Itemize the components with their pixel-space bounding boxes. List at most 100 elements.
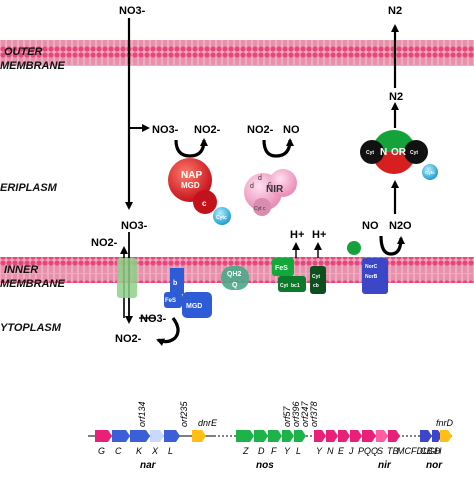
gene-label-K: K <box>136 446 143 456</box>
no-nir-label: NO <box>283 124 300 136</box>
gene-label-nirN: N <box>327 446 334 456</box>
nar-mgd-label: MGD <box>186 303 202 310</box>
gene-label-X: X <box>151 446 159 456</box>
gene-label-G: G <box>98 446 105 456</box>
nos-gene-Z <box>236 430 254 442</box>
gene-label-C: C <box>115 446 122 456</box>
nir-complex: NIR d c d Cyt c <box>244 169 297 216</box>
nir-label: NIR <box>266 184 284 195</box>
gene-label-norCB: CB <box>420 446 433 456</box>
nir-gene-N <box>326 430 338 442</box>
cytb1-label: Cyt <box>312 274 320 280</box>
nor-gene-D <box>432 430 442 442</box>
q-label: Q <box>232 282 238 289</box>
gene-label-nirS: S <box>377 446 383 456</box>
gene-label-L: L <box>168 446 173 456</box>
nar-gene-K <box>130 430 150 442</box>
nos-gene-F <box>268 430 282 442</box>
no3-cyto-label: NO3- <box>140 313 167 325</box>
nor-reaction-arrow <box>379 235 405 256</box>
cytc1-label: Cyt <box>280 283 288 289</box>
nap-c-label: c <box>202 199 207 208</box>
nos-gene-L <box>294 430 306 442</box>
gene-label-nirJ: J <box>348 446 354 456</box>
orf247-label: orf247 <box>300 400 310 427</box>
orf235-label: orf235 <box>179 400 189 427</box>
outer-membrane <box>0 40 474 66</box>
no3-nap-label: NO3- <box>152 124 179 136</box>
nor-n-label: N <box>380 147 387 158</box>
fes-label: FeS <box>275 265 288 272</box>
no3-top: NO3- <box>119 5 146 17</box>
nir-c-label: c <box>268 181 272 188</box>
gene-label-norD: D <box>434 446 441 456</box>
dnrE-label: dnrE <box>198 418 218 428</box>
bc1-complex: FeS Cyt bc1 Cyt cb <box>272 258 326 294</box>
gene-map <box>88 430 452 442</box>
nir-d-label: d <box>258 175 262 182</box>
orf396-label: orf396 <box>291 401 301 427</box>
no3-inner-label: NO3- <box>121 220 148 232</box>
h-plus-1: H+ <box>290 229 304 241</box>
no2-nap-label: NO2- <box>194 124 221 136</box>
nor-cytc-label: Cytc <box>425 170 435 175</box>
outer-membrane-label-1: OUTER <box>4 46 43 58</box>
nir-cluster-label: nir <box>378 460 392 471</box>
nir-reaction-arrow <box>262 138 294 158</box>
cytoplasm-label: YTOPLASM <box>0 322 61 334</box>
qh2-label: QH2 <box>227 271 242 278</box>
gene-label-nosY: Y <box>284 446 291 456</box>
nos-gene-D <box>254 430 268 442</box>
cytb2-label: cb <box>313 283 319 289</box>
outer-membrane-label-2: MEMBRANE <box>0 60 65 72</box>
nar-complex: b FeS MGD <box>164 268 212 318</box>
nor-cyt-right: Cyt <box>410 150 418 156</box>
nar-gene-C <box>112 430 130 442</box>
nap-label: NAP <box>181 170 202 181</box>
orf57-label: orf57 <box>282 405 292 427</box>
no2-inner-label: NO2- <box>91 237 118 249</box>
nar-gene-G <box>95 430 112 442</box>
nap-cytc-label: Cytc <box>216 215 227 221</box>
nor-cluster-label: nor <box>426 460 443 471</box>
gene-label-nosL: L <box>296 446 301 456</box>
nor-cyt-left: Cyt <box>366 150 374 156</box>
dnrE-gene <box>192 430 206 442</box>
nar-reaction-arrow <box>156 317 180 346</box>
nor-complex: N OR Cyt Cyt Cytc <box>360 130 438 180</box>
n2-mid-label: N2 <box>389 91 403 103</box>
nar-cluster-label: nar <box>140 460 157 471</box>
gene-label-nirPQQ: PQQ <box>358 446 378 456</box>
norc-label: NorC <box>365 264 378 270</box>
gene-label-nirMCFDLGH: MCFDLGH <box>397 446 442 456</box>
nir-gene-J <box>350 430 362 442</box>
nar-gene-L <box>164 430 180 442</box>
inner-membrane-label-1: INNER <box>4 264 39 276</box>
nir-gene-S <box>376 430 388 442</box>
norcb-complex: NorC NorB <box>347 241 388 294</box>
narK-transporter <box>117 258 137 298</box>
gene-label-nosF: F <box>271 446 277 456</box>
orf134-label: orf134 <box>137 401 147 427</box>
periplasm-label: ERIPLASM <box>0 182 57 194</box>
n2-top-label: N2 <box>388 5 402 17</box>
inner-membrane-label-2: MEMBRANE <box>0 278 65 290</box>
nir-gene-TB <box>388 430 400 442</box>
nos-gene-Y <box>282 430 294 442</box>
gene-label-nirTB: TB <box>387 446 399 456</box>
fnrD-gene <box>440 430 452 442</box>
nir-cytc-label: Cyt c <box>254 206 266 212</box>
nar-b-label: b <box>173 280 177 287</box>
gene-label-nosD: D <box>258 446 265 456</box>
norb-label: NorB <box>365 274 378 280</box>
no-nor-label: NO <box>362 220 379 232</box>
gene-label-nosZ: Z <box>242 446 249 456</box>
no2-cyto-label: NO2- <box>115 333 142 345</box>
fnrD-label: fnrD <box>436 418 454 428</box>
nos-cluster-label: nos <box>256 460 274 471</box>
gene-label-nirE: E <box>338 446 345 456</box>
nir-gene-E <box>338 430 350 442</box>
gene-label-nirY: Y <box>316 446 323 456</box>
h-plus-2: H+ <box>312 229 326 241</box>
